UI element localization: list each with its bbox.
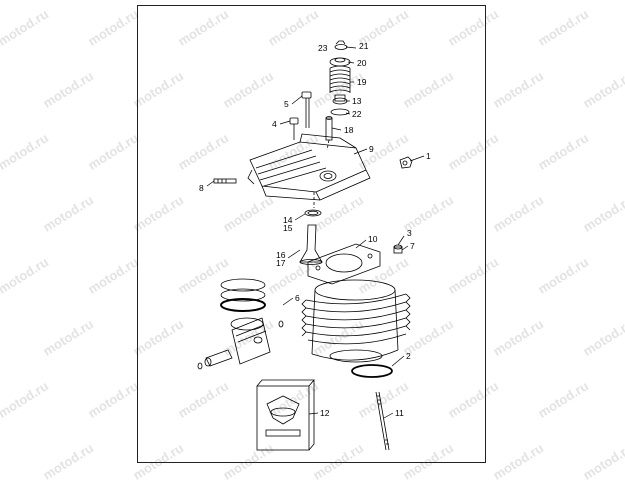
callout-3: 3 bbox=[407, 228, 412, 238]
callout-8: 8 bbox=[199, 183, 204, 193]
callout-23: 23 bbox=[318, 43, 328, 53]
callout-18: 18 bbox=[344, 125, 354, 135]
callout-19: 19 bbox=[357, 77, 367, 87]
spark-plug-part bbox=[400, 157, 412, 168]
callout-4: 4 bbox=[272, 119, 277, 129]
callout-5: 5 bbox=[284, 99, 289, 109]
valve-spring-part bbox=[330, 66, 350, 93]
cylinder-head-part bbox=[248, 134, 370, 200]
callout-20: 20 bbox=[357, 58, 367, 68]
head-bolt-short-part bbox=[290, 118, 298, 140]
callout-15: 15 bbox=[283, 223, 293, 233]
valve-keeper-part bbox=[335, 41, 347, 50]
cylinder-part bbox=[302, 280, 410, 362]
dowel-pin-part bbox=[214, 179, 236, 183]
callout-1: 1 bbox=[426, 151, 431, 161]
callout-13: 13 bbox=[352, 96, 362, 106]
cylinder-head-bolt-part bbox=[302, 92, 311, 128]
gasket-kit-part bbox=[257, 380, 314, 450]
callout-7: 7 bbox=[410, 241, 415, 251]
callout-labels: 23 21 20 19 13 22 18 5 4 9 1 8 14 15 10 … bbox=[199, 41, 431, 418]
callout-22: 22 bbox=[352, 109, 362, 119]
callout-2: 2 bbox=[406, 351, 411, 361]
cylinder-base-o-ring-part bbox=[352, 365, 392, 377]
callout-21: 21 bbox=[359, 41, 369, 51]
callout-6: 6 bbox=[295, 293, 300, 303]
piston-pin-part bbox=[198, 321, 283, 369]
o-ring-part bbox=[305, 210, 321, 216]
upper-spring-retainer-part bbox=[330, 58, 350, 66]
exploded-parts-diagram: 23 21 20 19 13 22 18 5 4 9 1 8 14 15 10 … bbox=[0, 0, 625, 468]
callout-9: 9 bbox=[369, 144, 374, 154]
valve-part bbox=[300, 225, 322, 265]
callout-10: 10 bbox=[368, 234, 378, 244]
callout-11: 11 bbox=[395, 408, 404, 418]
callout-12: 12 bbox=[320, 408, 330, 418]
valve-seal-part bbox=[331, 95, 349, 115]
callout-17: 17 bbox=[276, 258, 286, 268]
piston-part bbox=[231, 318, 270, 364]
piston-rings-part bbox=[221, 279, 265, 311]
cylinder-stud-part bbox=[376, 392, 389, 450]
dowel-small-part bbox=[394, 245, 402, 253]
